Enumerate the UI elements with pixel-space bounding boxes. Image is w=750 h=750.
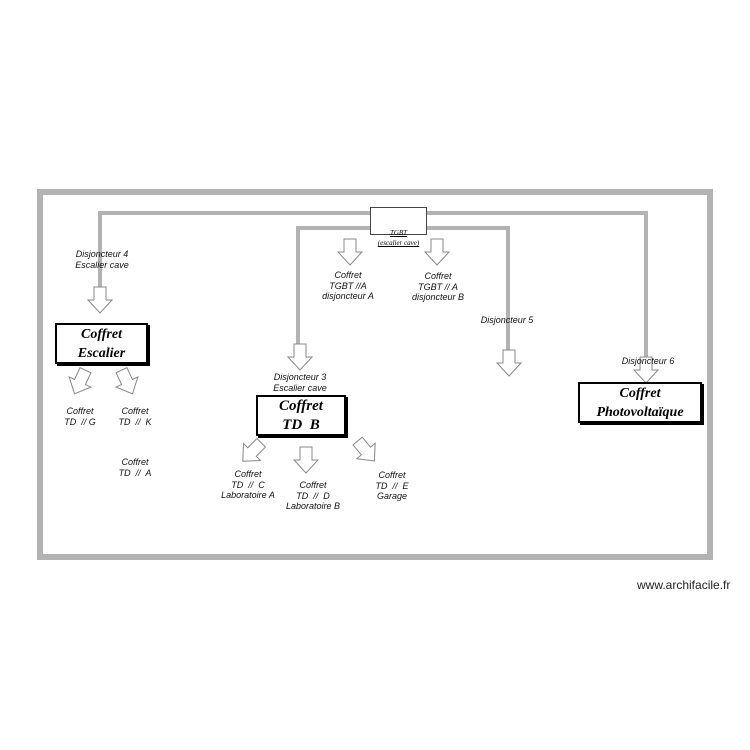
coffret-photovoltaique-box: Coffret Photovoltaïque bbox=[578, 382, 702, 423]
building-frame bbox=[37, 189, 713, 560]
tgbt-title: TGBT bbox=[389, 229, 408, 237]
label-coffret-td-g: Coffret TD // G bbox=[64, 406, 96, 427]
label-coffret-td-a: Coffret TD // A bbox=[118, 457, 152, 478]
arrow-disj4-icon bbox=[87, 286, 113, 314]
arrow-td-d-icon bbox=[293, 446, 319, 474]
label-disjoncteur-6: Disjoncteur 6 bbox=[621, 356, 675, 366]
label-coffret-td-k: Coffret TD // K bbox=[118, 406, 152, 427]
arrow-td-c-icon bbox=[233, 433, 271, 471]
arrow-td-g-icon bbox=[63, 364, 97, 400]
label-disjoncteur-4: Disjoncteur 4 Escalier cave bbox=[75, 249, 129, 270]
arrow-disj5-icon bbox=[496, 349, 522, 377]
label-coffret-tgbt-a: Coffret TGBT //A disjoncteur A bbox=[322, 270, 374, 301]
label-coffret-td-c: Coffret TD // C Laboratoire A bbox=[221, 469, 275, 500]
coffret-td-b-box: Coffret TD B bbox=[256, 395, 346, 436]
site-credit: www.archifacile.fr bbox=[637, 578, 731, 592]
tgbt-panel: TGBT (escalier cave) bbox=[370, 207, 427, 247]
arrow-tgbt-a-icon bbox=[337, 238, 363, 266]
tgbt-subtitle: (escalier cave) bbox=[377, 239, 420, 247]
arrow-td-e-icon bbox=[347, 432, 385, 470]
label-disjoncteur-3: Disjoncteur 3 Escalier cave bbox=[273, 372, 327, 393]
wiring-lines bbox=[98, 211, 648, 358]
coffret-escalier-box: Coffret Escalier bbox=[55, 323, 148, 364]
arrow-tgbt-b-icon bbox=[424, 238, 450, 266]
label-disjoncteur-5: Disjoncteur 5 bbox=[480, 315, 534, 325]
arrow-disj3-icon bbox=[287, 343, 313, 371]
arrow-td-k-icon bbox=[110, 364, 144, 400]
label-coffret-td-d: Coffret TD // D Laboratoire B bbox=[285, 480, 341, 511]
label-coffret-tgbt-b: Coffret TGBT // A disjoncteur B bbox=[411, 271, 465, 302]
label-coffret-td-e: Coffret TD // E Garage bbox=[375, 470, 409, 501]
